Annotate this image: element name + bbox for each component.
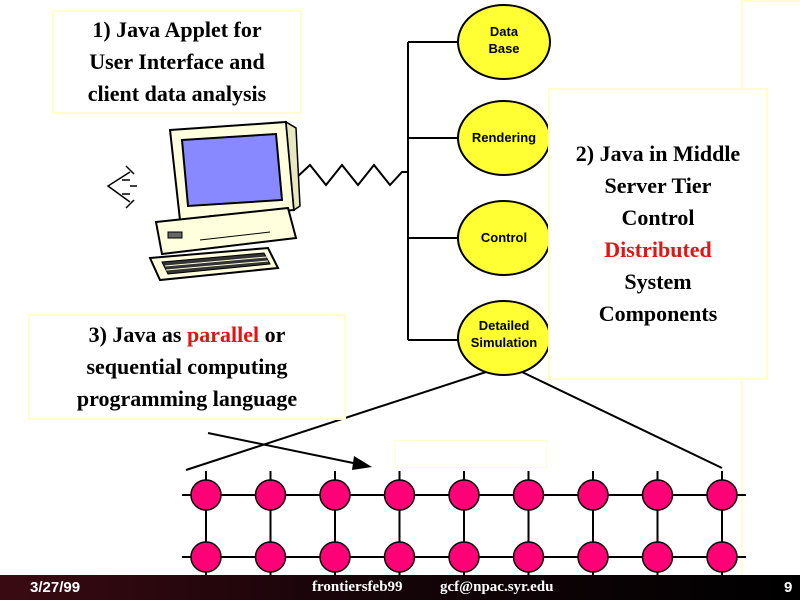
zigzag-connection-icon — [295, 163, 408, 187]
callout-middle-tier-line-2: Server Tier — [604, 173, 712, 198]
callout-java-applet-line-3: client data analysis — [87, 81, 267, 106]
mesh-node — [254, 541, 287, 573]
mesh-node — [512, 479, 545, 511]
simulation-fan-lines — [185, 371, 723, 471]
footer-filename: frontiersfeb99 — [312, 579, 403, 595]
processor-mesh — [182, 471, 746, 575]
arrow-icon — [207, 432, 372, 470]
footer-bar: 3/27/99 frontiersfeb99 gcf@npac.syr.edu … — [0, 575, 800, 600]
node-detailed-simulation-label-1: Detailed — [479, 318, 530, 333]
mesh-node — [319, 541, 351, 573]
server-bus-lines — [407, 41, 458, 341]
callout-parallel-line-2: sequential computing — [86, 354, 288, 379]
mesh-node — [706, 541, 738, 573]
decorative-border-line-top — [741, 0, 800, 2]
callout-parallel-line-3: programming language — [76, 386, 298, 411]
node-data-base: Data Base — [457, 4, 551, 80]
callout-java-applet-line-2: User Interface and — [89, 49, 265, 74]
mesh-node — [448, 541, 480, 573]
callout-middle-tier-highlight: Distributed — [604, 237, 712, 262]
computer-icon — [148, 120, 301, 282]
mesh-node — [190, 479, 222, 511]
callout-middle-tier-line-3: Control — [621, 205, 695, 230]
empty-label-box — [395, 440, 547, 468]
callout-middle-tier: 2) Java in Middle Server Tier Control Di… — [548, 88, 768, 380]
mesh-node — [448, 479, 480, 511]
node-data-base-label-2: Base — [488, 41, 519, 56]
callout-middle-tier-line-1: 2) Java in Middle — [575, 141, 741, 166]
node-rendering-label: Rendering — [472, 130, 536, 145]
mesh-node — [641, 541, 674, 573]
callout-parallel-line-1-before: 3) Java as — [88, 322, 187, 347]
callout-java-applet-line-1: 1) Java Applet for — [92, 17, 262, 42]
callout-parallel-line-1: 3) Java as parallel or — [30, 319, 344, 351]
callout-java-applet: 1) Java Applet for User Interface and cl… — [52, 10, 302, 114]
node-control: Control — [457, 200, 551, 276]
callout-parallel-highlight: parallel — [187, 322, 260, 347]
mesh-node — [254, 479, 287, 511]
mesh-node — [190, 541, 222, 573]
mesh-node — [577, 541, 609, 573]
node-rendering: Rendering — [457, 100, 551, 176]
mesh-node — [383, 479, 416, 511]
footer-date: 3/27/99 — [30, 579, 81, 596]
mesh-node — [319, 479, 351, 511]
node-detailed-simulation-label-2: Simulation — [471, 335, 538, 350]
node-data-base-label-1: Data — [490, 24, 519, 39]
callout-parallel-computing: 3) Java as parallel or sequential comput… — [28, 314, 346, 420]
footer-email: gcf@npac.syr.edu — [440, 579, 554, 595]
callout-middle-tier-line-6: Components — [598, 301, 718, 326]
mesh-node — [577, 479, 609, 511]
mesh-node — [512, 541, 545, 573]
callout-middle-tier-line-5: System — [624, 269, 692, 294]
antenna-icon — [106, 165, 137, 209]
callout-parallel-line-1-after: or — [259, 322, 286, 347]
mesh-node — [706, 479, 738, 511]
node-control-label: Control — [481, 230, 527, 245]
node-detailed-simulation: Detailed Simulation — [457, 300, 551, 376]
mesh-node — [641, 479, 674, 511]
mesh-node — [383, 541, 416, 573]
footer-page-number: 9 — [784, 579, 793, 596]
